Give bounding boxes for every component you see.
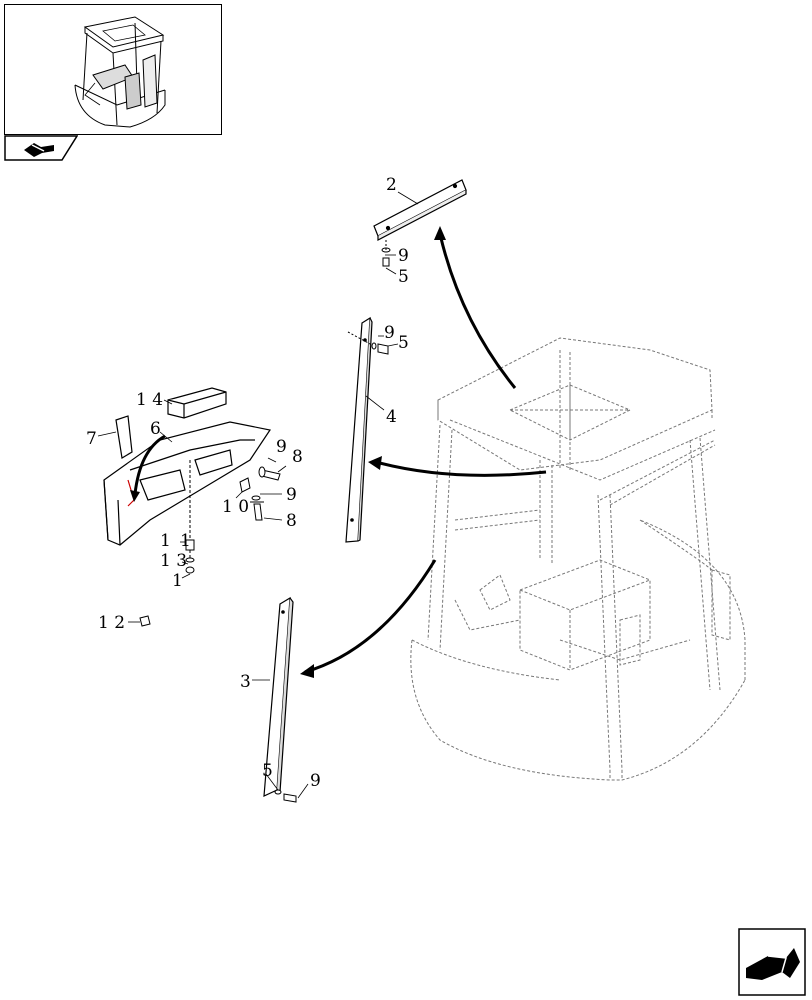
callout-9-mid: 9 [384,323,395,343]
hardware-9-5-mid [347,331,389,355]
callout-6: 6 [150,419,161,439]
callout-7: 7 [86,429,97,449]
part-4-vertical-strip [345,316,373,543]
cab-frame-phantom [410,337,746,781]
callout-11-b: 1 [180,531,191,551]
part-6-side-console [103,421,271,546]
callout-9-lower: 9 [286,485,297,505]
callout-5-top: 5 [398,267,409,287]
console-fasteners [139,460,281,627]
callout-11-c: 1 [172,571,183,591]
callout-9-console: 9 [276,437,287,457]
hardware-9-5-top [381,240,391,267]
cab-thumbnail-drawing [74,16,166,128]
callout-5-bottom: 5 [262,761,273,781]
callout-5-mid: 5 [398,333,409,353]
callout-8-lower: 8 [286,511,297,531]
callout-10: 1 0 [222,497,249,517]
leader-lines [97,191,419,799]
arrow-to-part-2 [438,233,517,389]
previous-page-button[interactable] [4,135,79,161]
callout-12: 1 2 [98,613,125,633]
assembly-arrows [133,233,547,674]
callout-3: 3 [240,672,251,692]
arrow-heads [130,226,446,678]
part-7-side-trim [115,415,133,459]
callout-13: 1 3 [160,551,187,571]
callout-8-upper: 8 [292,447,303,467]
arrow-to-console [133,434,166,495]
callout-9-top: 9 [398,246,409,266]
callout-9-bottom: 9 [310,771,321,791]
next-page-button[interactable] [738,928,806,996]
callout-14: 1 4 [136,390,163,410]
callout-4: 4 [386,407,397,427]
hardware-5-9-bottom [274,789,297,803]
arrow-to-part-3 [304,559,437,674]
callout-11-a: 1 [160,531,171,551]
part-2-roof-strip [373,179,467,241]
previous-page-arrow-icon [4,135,79,161]
arrow-to-part-4 [375,460,547,477]
cab-thumbnail [4,4,222,135]
part-14-armrest-cushion [167,387,227,419]
callout-2: 2 [386,175,397,195]
next-page-arrow-icon [738,928,806,996]
